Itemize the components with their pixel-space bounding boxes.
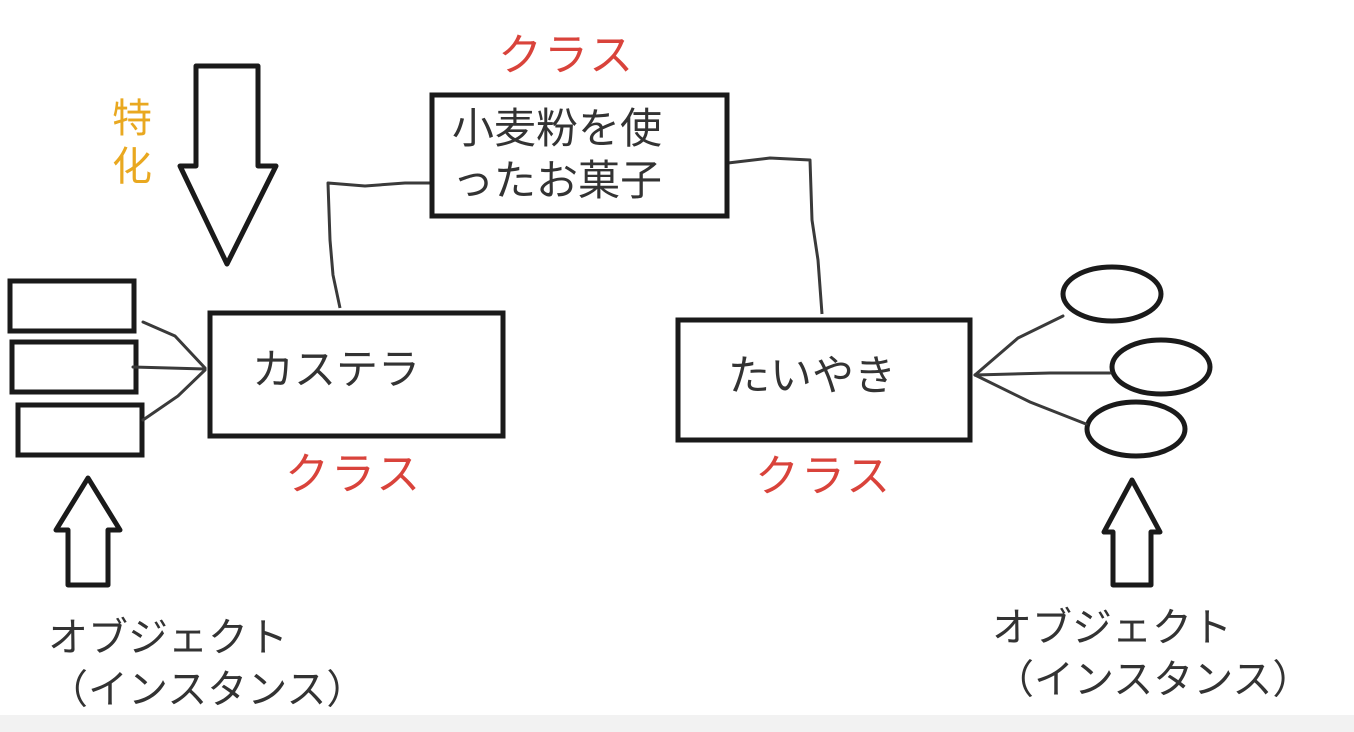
parent-class-label-line1: 小麦粉を使 xyxy=(452,104,663,153)
castella-class-box xyxy=(207,310,506,439)
left-objects-label-line1: オブジェクト xyxy=(48,615,288,661)
left-object-rect-2 xyxy=(9,339,139,395)
connector-parent-to-taiyaki xyxy=(727,156,824,315)
taiyaki-class-tag: クラス xyxy=(755,451,893,502)
right-object-ellipse-3 xyxy=(1084,399,1188,459)
parent-class-tag: クラス xyxy=(498,30,636,81)
taiyaki-class-box xyxy=(675,317,973,443)
left-instance-arrow-icon xyxy=(53,475,123,588)
parent-class-label-line2: ったお菓子 xyxy=(452,156,663,205)
left-object-rect-1 xyxy=(7,278,137,334)
taiyaki-class-label: たいやき xyxy=(728,351,897,400)
right-object-ellipse-2 xyxy=(1109,337,1213,397)
right-instance-arrow-icon xyxy=(1101,477,1163,588)
connector-parent-to-castella xyxy=(326,181,432,309)
castella-class-label: カステラ xyxy=(252,345,421,394)
left-instance-lines xyxy=(131,320,207,422)
right-objects-label-line1: オブジェクト xyxy=(992,605,1232,651)
parent-class-box xyxy=(429,92,730,219)
left-object-rect-3 xyxy=(15,402,145,458)
left-objects-label-line2: （インスタンス） xyxy=(48,667,367,713)
bottom-band xyxy=(0,715,1354,732)
right-instance-lines xyxy=(973,314,1112,426)
castella-class-tag: クラス xyxy=(285,449,423,500)
right-objects-label-line2: （インスタンス） xyxy=(994,657,1313,703)
specialize-arrow-icon xyxy=(177,63,279,267)
specialize-label: 特化 xyxy=(112,96,152,190)
right-object-ellipse-1 xyxy=(1060,264,1164,324)
